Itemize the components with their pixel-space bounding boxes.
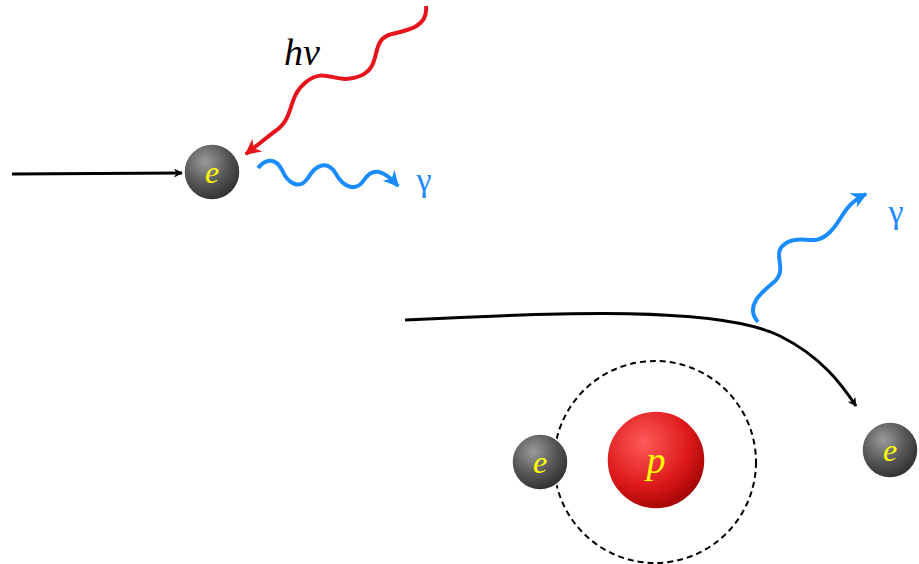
proton-sphere: p — [606, 410, 706, 510]
electron-sphere-fill — [862, 422, 918, 478]
photon-wave — [753, 194, 866, 322]
particle-symbol: e — [533, 446, 547, 478]
electron-sphere-fill — [184, 144, 240, 200]
electron-sphere-fill — [512, 434, 568, 490]
photon-wave — [246, 6, 426, 154]
proton-sphere-fill — [607, 411, 705, 509]
particle-symbol: e — [205, 156, 219, 188]
gamma-label: γ — [416, 163, 431, 197]
electron-sphere: e — [861, 421, 919, 479]
particle-symbol: e — [883, 434, 897, 466]
particle-symbol: p — [647, 441, 666, 479]
electron-orbit — [554, 361, 756, 563]
photon-energy-label: hν — [284, 33, 320, 71]
electron-sphere: e — [511, 433, 569, 491]
gamma-label: γ — [888, 195, 903, 229]
electron-trajectory — [405, 313, 856, 406]
electron-track — [12, 173, 182, 174]
photon-wave — [258, 161, 398, 187]
electron-sphere: e — [183, 143, 241, 201]
